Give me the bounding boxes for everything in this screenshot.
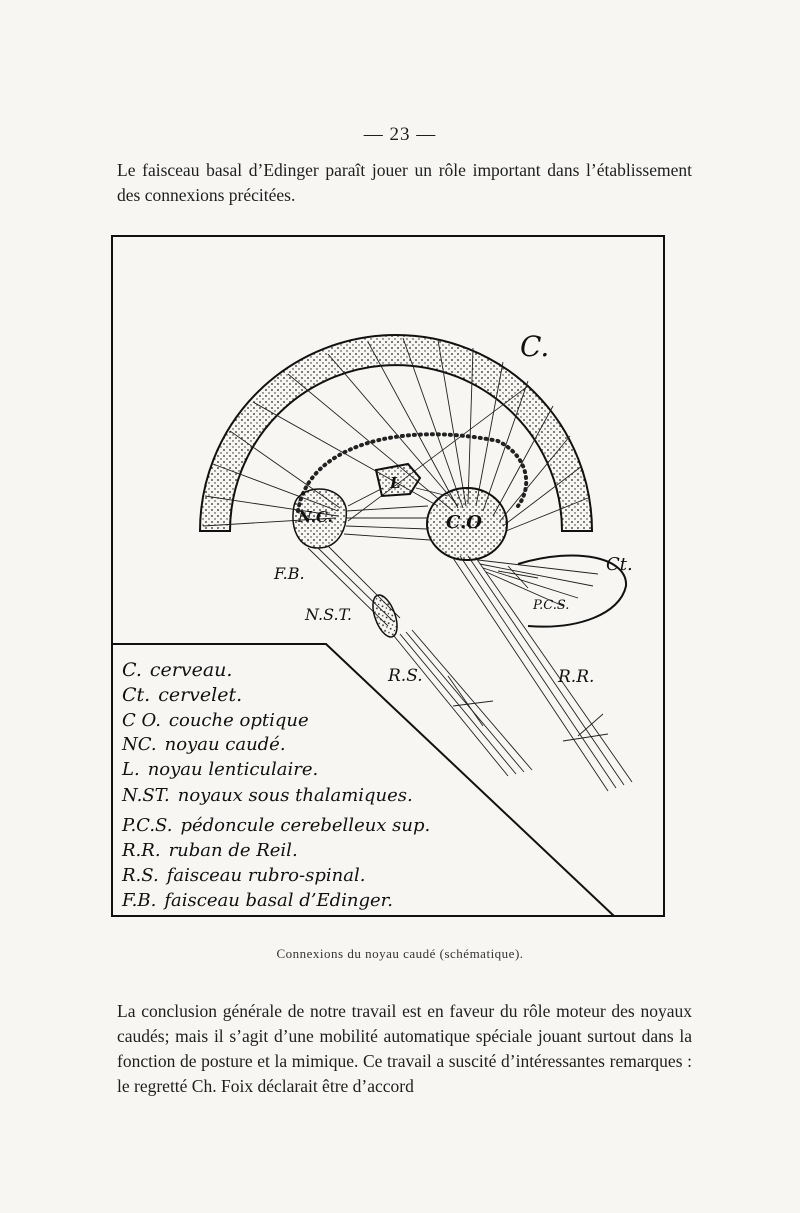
subthalamic-nuclei [372, 594, 398, 638]
figure-noyau-caude: C. Ct. N.C. C.O L F.B. N.S.T. P.C.S. R.S… [108, 226, 668, 922]
reil-fibers [452, 555, 633, 792]
legend-text: noyau lenticulaire. [148, 759, 319, 780]
legend-abbr: NC. [121, 734, 157, 755]
label-ruban-de-reil: R.R. [557, 667, 594, 687]
cortex-arc [198, 334, 594, 532]
label-lenticulaire: L [389, 474, 401, 492]
legend-text: faisceau basal d’Edinger. [162, 890, 393, 911]
legend-text: ruban de Reil. [169, 840, 298, 861]
svg-text:F.B.faisceau basal d’Edinger.: F.B. faisceau basal d’Edinger. [121, 890, 393, 911]
schematic-drawing: C. Ct. N.C. C.O L F.B. N.S.T. P.C.S. R.S… [111, 235, 665, 917]
lenticular-nucleus [374, 462, 422, 498]
svg-text:C.cerveau.: C. cerveau. [122, 659, 232, 681]
legend-text: cervelet. [158, 684, 242, 706]
svg-text:P.C.S.pédoncule cerebelleux su: P.C.S. pédoncule cerebelleux sup. [121, 815, 430, 836]
svg-text:R.R.ruban de Reil.: R.R. ruban de Reil. [121, 840, 298, 861]
page-number: — 23 — [363, 124, 437, 145]
body-paragraph-top: Le faisceau basal d’Edinger paraît jouer… [117, 160, 692, 205]
legend-abbr: C O. [122, 710, 161, 731]
internal-fibers [343, 487, 449, 541]
svg-text:N.ST.noyaux sous thalamiques.: N.ST. noyaux sous thalamiques. [121, 785, 413, 806]
svg-text:Ct.cervelet.: Ct. cervelet. [122, 684, 242, 706]
figure-caption: Connexions du noyau caudé (schématique). [276, 946, 524, 961]
caudate-nucleus [292, 488, 348, 549]
label-noyau-caude: N.C. [297, 508, 333, 526]
legend-text: noyau caudé. [165, 734, 286, 755]
svg-text:L.noyau lenticulaire.: L. noyau lenticulaire. [121, 759, 318, 780]
svg-text:NC.noyau caudé.: NC. noyau caudé. [121, 734, 286, 755]
label-pedoncule: P.C.S. [532, 598, 569, 613]
label-cerveau: C. [520, 330, 549, 363]
legend-abbr: R.S. [121, 865, 159, 886]
legend-abbr: R.R. [121, 840, 161, 861]
legend-abbr: C. [122, 659, 142, 681]
figure-frame [111, 235, 665, 917]
thalamus [426, 487, 508, 561]
svg-text:C O.couche optique: C O. couche optique [122, 710, 309, 731]
legend-text: noyaux sous thalamiques. [178, 785, 413, 806]
pcs-fibers [477, 559, 599, 607]
legend-text: pédoncule cerebelleux sup. [180, 815, 430, 836]
rubrospinal-fibers [393, 629, 533, 777]
legend-abbr: L. [121, 759, 140, 780]
cerebellum [517, 554, 628, 628]
label-couche-optique: C.O [446, 512, 482, 533]
legend-abbr: P.C.S. [121, 815, 172, 836]
legend-abbr: Ct. [122, 684, 150, 706]
legend: C. cerveau. Ct. cervelet. C O. couche optiq… [121, 659, 430, 911]
legend-border [112, 643, 615, 917]
cortical-fibers [202, 337, 589, 532]
body-paragraph-bottom: La conclusion générale de notre travail … [117, 1001, 692, 1096]
label-rubro-spinal: R.S. [387, 666, 423, 686]
svg-text:R.S.faisceau rubro-spinal.: R.S. faisceau rubro-spinal. [121, 865, 365, 886]
legend-text: cerveau. [150, 659, 233, 681]
legend-text: couche optique [169, 710, 309, 731]
dotted-shell [296, 432, 529, 513]
label-faisceau-basal: F.B. [273, 564, 305, 583]
legend-abbr: F.B. [121, 890, 156, 911]
label-cervelet: Ct. [606, 554, 633, 575]
legend-abbr: N.ST. [121, 785, 170, 806]
legend-text: faisceau rubro-spinal. [165, 865, 366, 886]
label-sous-thalamiques: N.S.T. [304, 605, 352, 624]
